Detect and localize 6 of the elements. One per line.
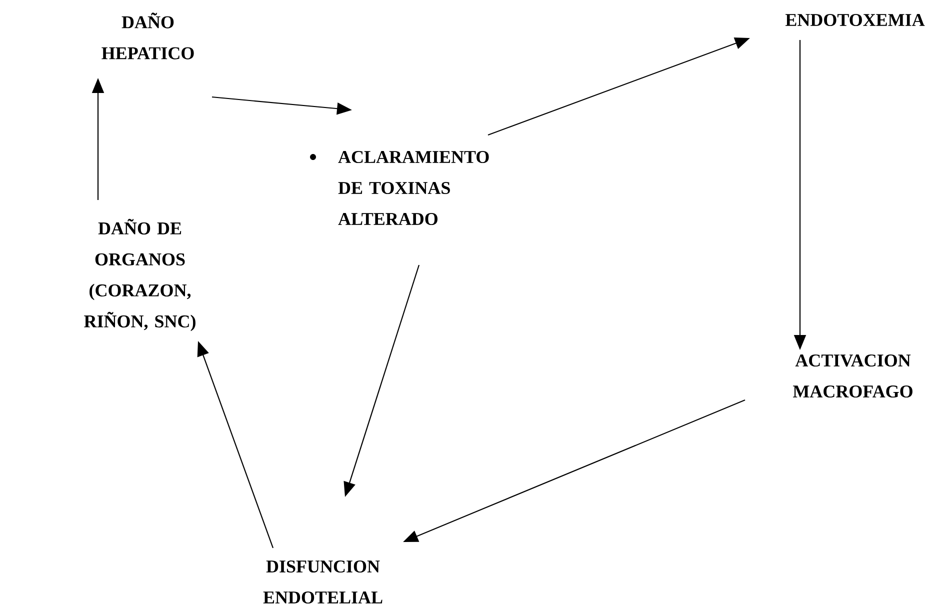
node-label: DISFUNCION ENDOTELIAL	[263, 560, 382, 604]
node-label: DAÑO HEPATICO	[102, 12, 194, 60]
node-label: DAÑO DE ORGANOS (CORAZON, RIÑON, SNC)	[84, 218, 196, 332]
node-label: ENDOTOXEMIA	[785, 14, 925, 26]
node-label: ACLARAMIENTO DE TOXINAS ALTERADO	[338, 150, 489, 226]
node-label: ACTIVACION MACROFAGO	[793, 354, 912, 398]
